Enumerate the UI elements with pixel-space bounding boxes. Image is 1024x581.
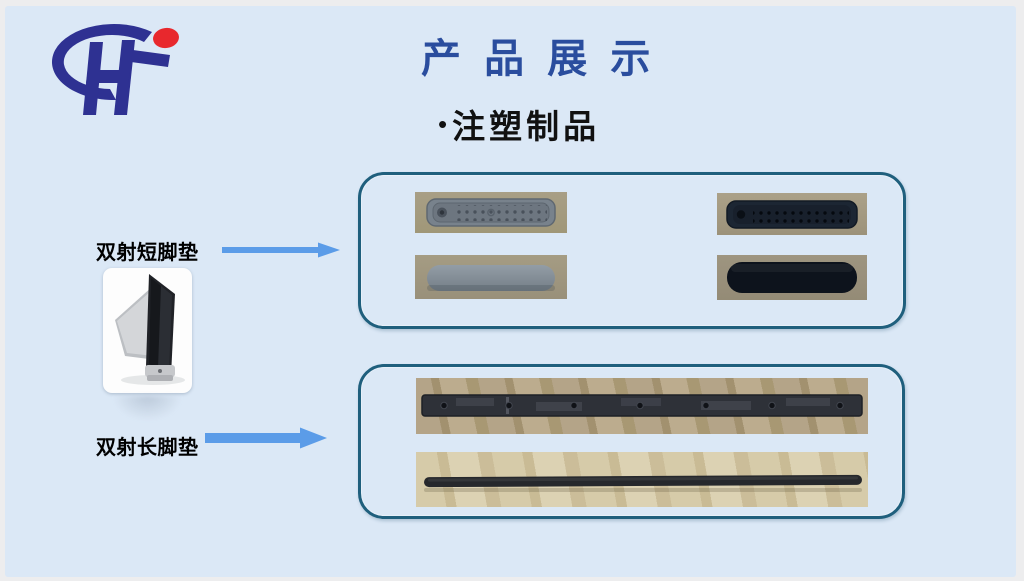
label-short-foot-pad: 双射短脚垫 bbox=[96, 242, 199, 264]
slide-canvas: 产 品 展 示 • 注塑制品 双射短脚垫 bbox=[5, 6, 1016, 577]
page-title: 产 品 展 示 bbox=[421, 37, 657, 81]
long-pad-photos-box bbox=[358, 364, 905, 519]
photo-short-pad-black-bottom-view bbox=[717, 255, 867, 300]
bullet-line: • 注塑制品 bbox=[438, 100, 600, 148]
right-arrow-icon bbox=[222, 242, 340, 258]
bullet-text: 注塑制品 bbox=[452, 108, 601, 145]
short-pad-photos-box bbox=[358, 172, 906, 329]
right-arrow-icon bbox=[205, 427, 327, 449]
photo-short-pad-gray-top-view bbox=[415, 192, 567, 233]
company-logo-icon bbox=[51, 24, 179, 115]
device-photo bbox=[103, 268, 192, 393]
photo-short-pad-gray-bottom-view bbox=[415, 255, 567, 299]
photo-long-pad-top-view bbox=[416, 378, 868, 434]
device-reflection bbox=[103, 396, 192, 440]
label-long-foot-pad: 双射长脚垫 bbox=[96, 437, 199, 459]
photo-long-pad-bottom-view bbox=[416, 452, 868, 507]
bullet-icon: • bbox=[438, 109, 448, 139]
photo-short-pad-black-top-view bbox=[717, 193, 867, 235]
